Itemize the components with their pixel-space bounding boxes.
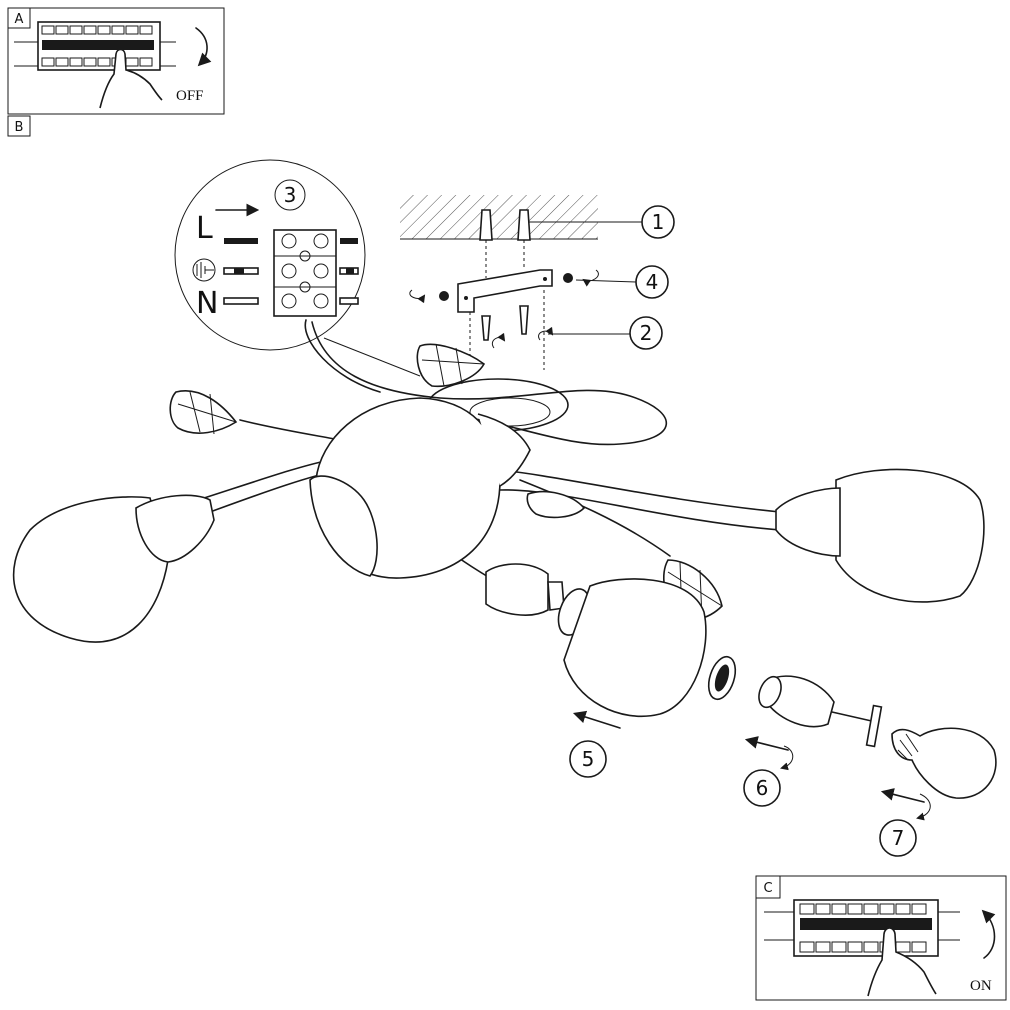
step-callouts-upper: 1 2 4 (528, 205, 675, 350)
step-2-label: 2 (640, 321, 653, 345)
step-4-label: 4 (646, 270, 659, 294)
step-callouts-lower: 5 6 7 (569, 710, 931, 857)
step-6-label: 6 (756, 776, 769, 800)
panel-b: B (7, 115, 31, 137)
panel-c-on-label: ON (970, 978, 992, 994)
live-label: L (196, 211, 213, 246)
wiring-inset: 3 L N (174, 159, 421, 377)
panel-c-switch-on: C ON (755, 875, 1007, 1001)
step-1-label: 1 (652, 210, 665, 234)
step-3-label: 3 (284, 183, 297, 207)
neutral-label: N (196, 286, 218, 321)
panel-c-letter: C (763, 881, 772, 896)
step-5-label: 5 (582, 747, 595, 771)
ceiling-mount (400, 195, 599, 370)
panel-a-off-label: OFF (176, 88, 204, 104)
panel-a-switch-off: A OFF (7, 7, 225, 115)
panel-a-letter: A (15, 12, 24, 27)
panel-b-letter: B (15, 120, 24, 135)
lamp-fixture (12, 319, 997, 799)
step-7-label: 7 (892, 826, 905, 850)
earth-symbol-icon (192, 258, 216, 282)
